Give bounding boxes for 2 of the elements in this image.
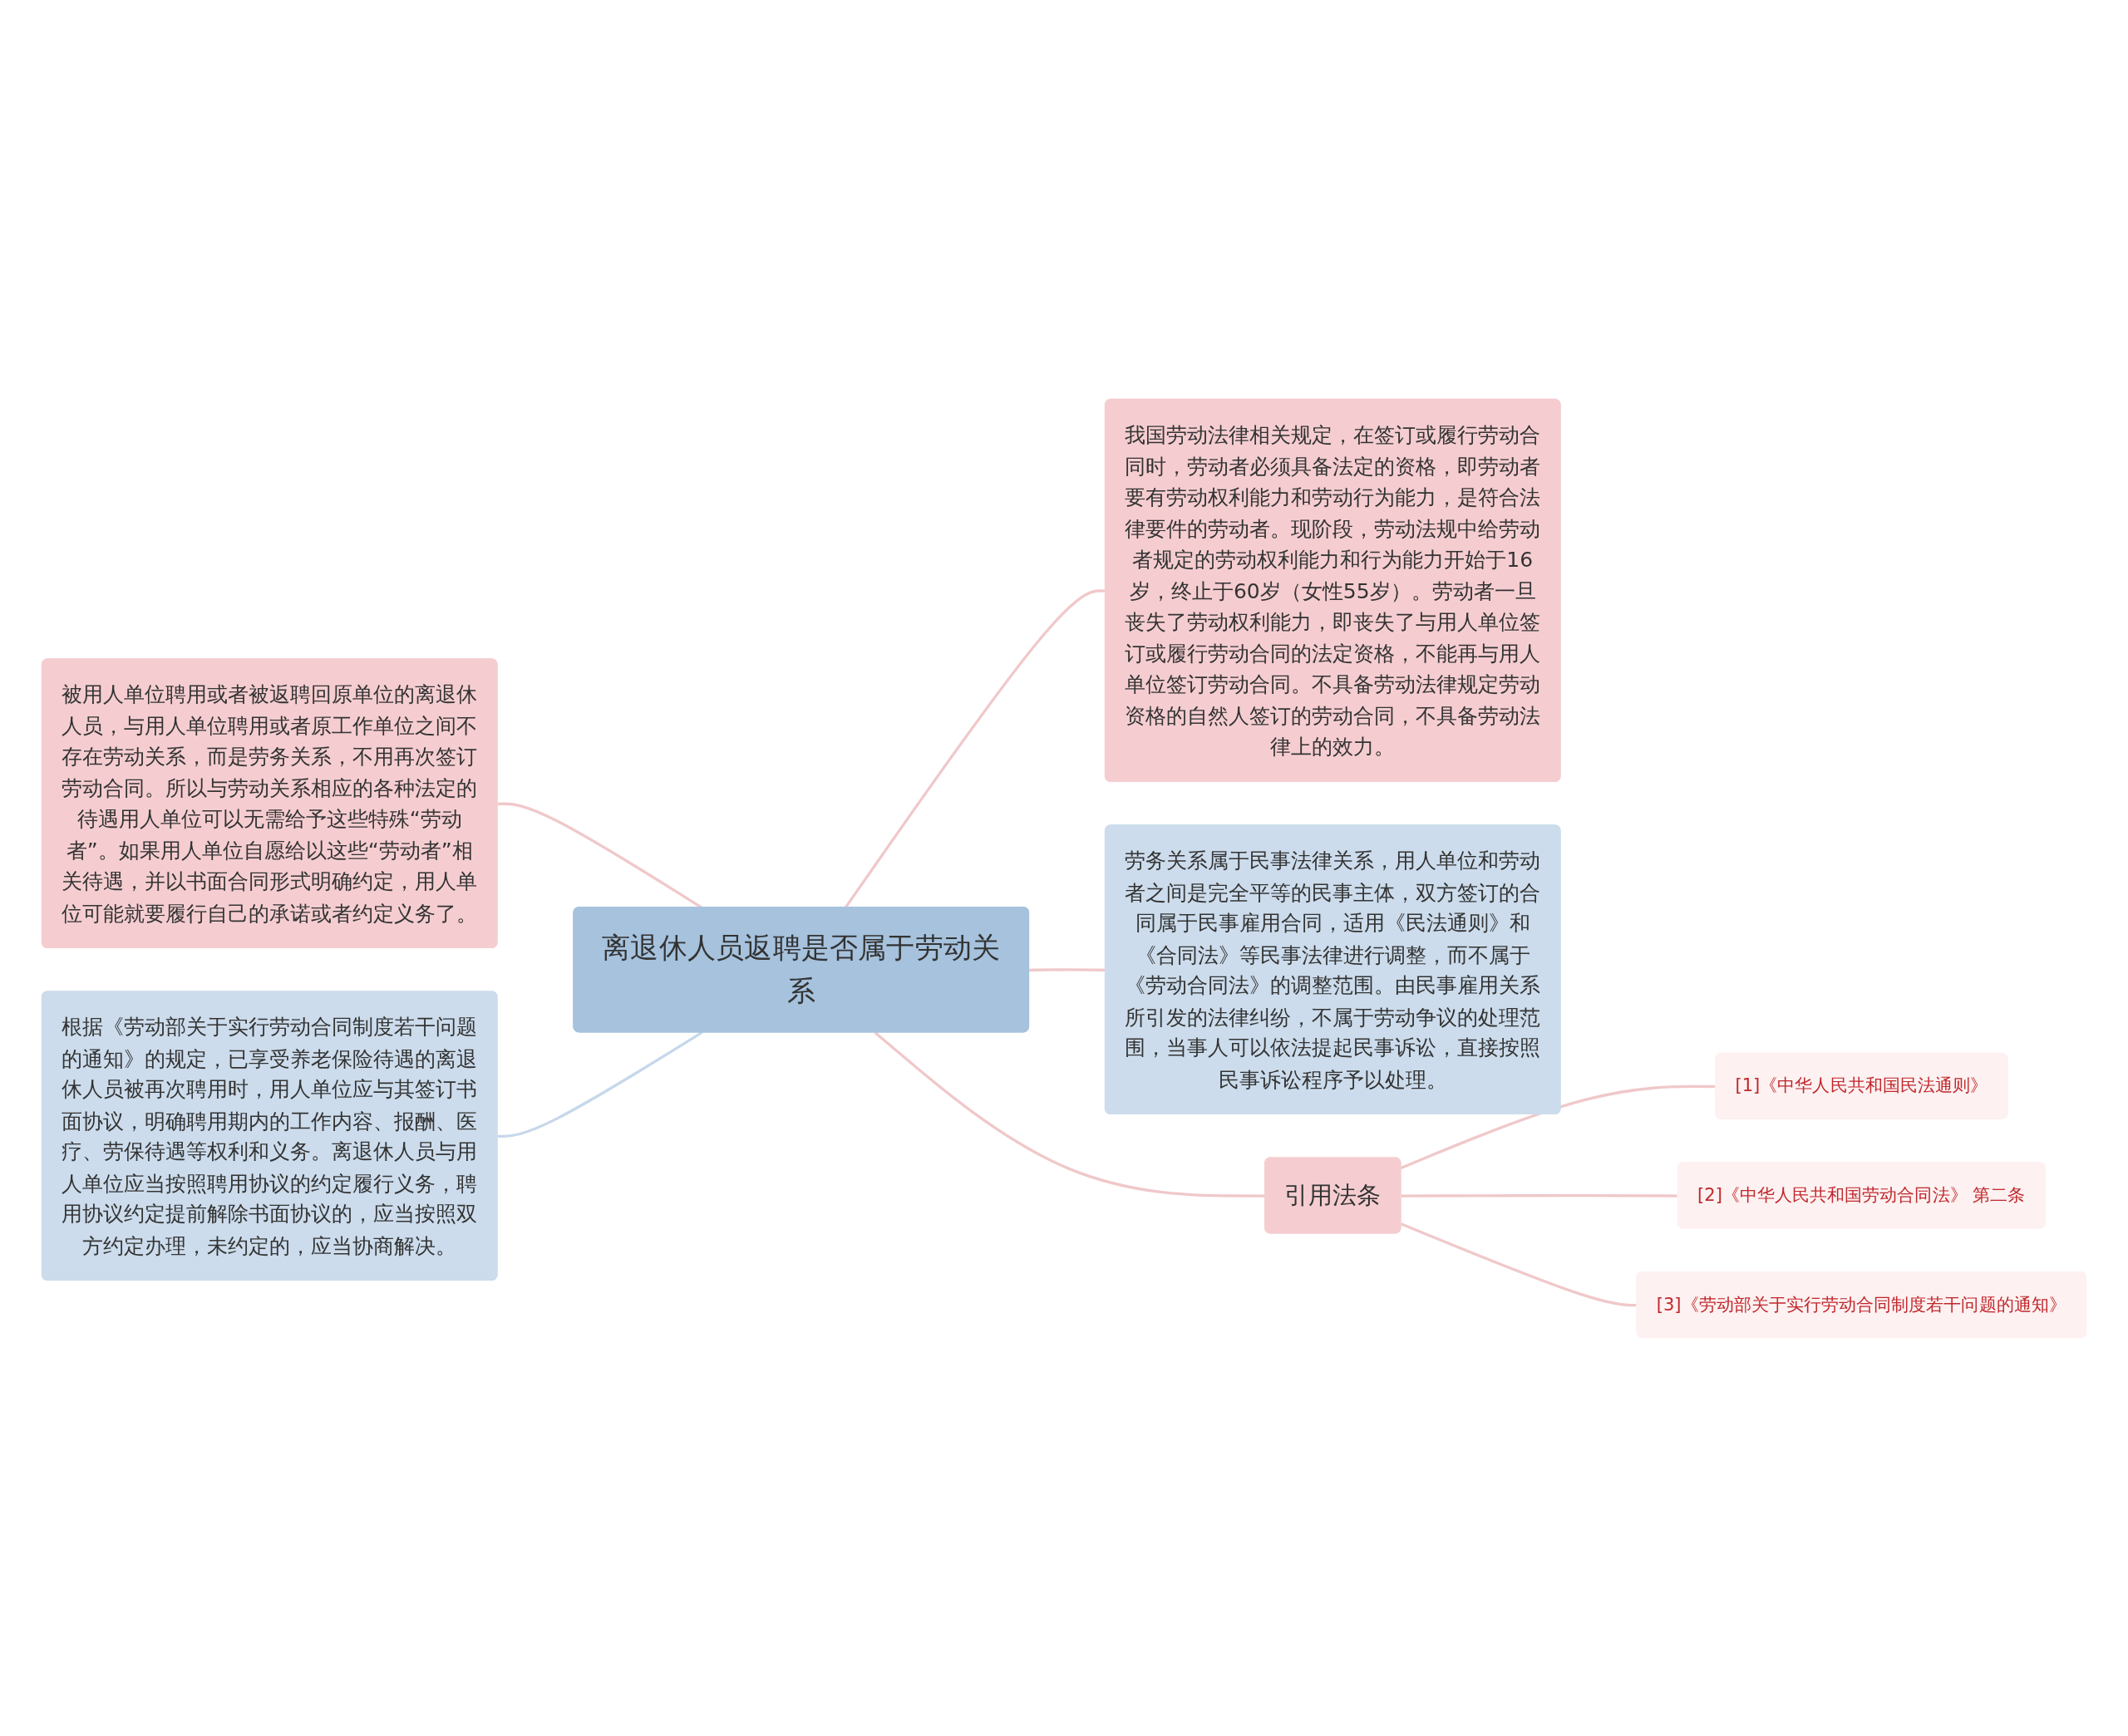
connector — [497, 1030, 703, 1138]
connector — [1400, 1222, 1638, 1306]
